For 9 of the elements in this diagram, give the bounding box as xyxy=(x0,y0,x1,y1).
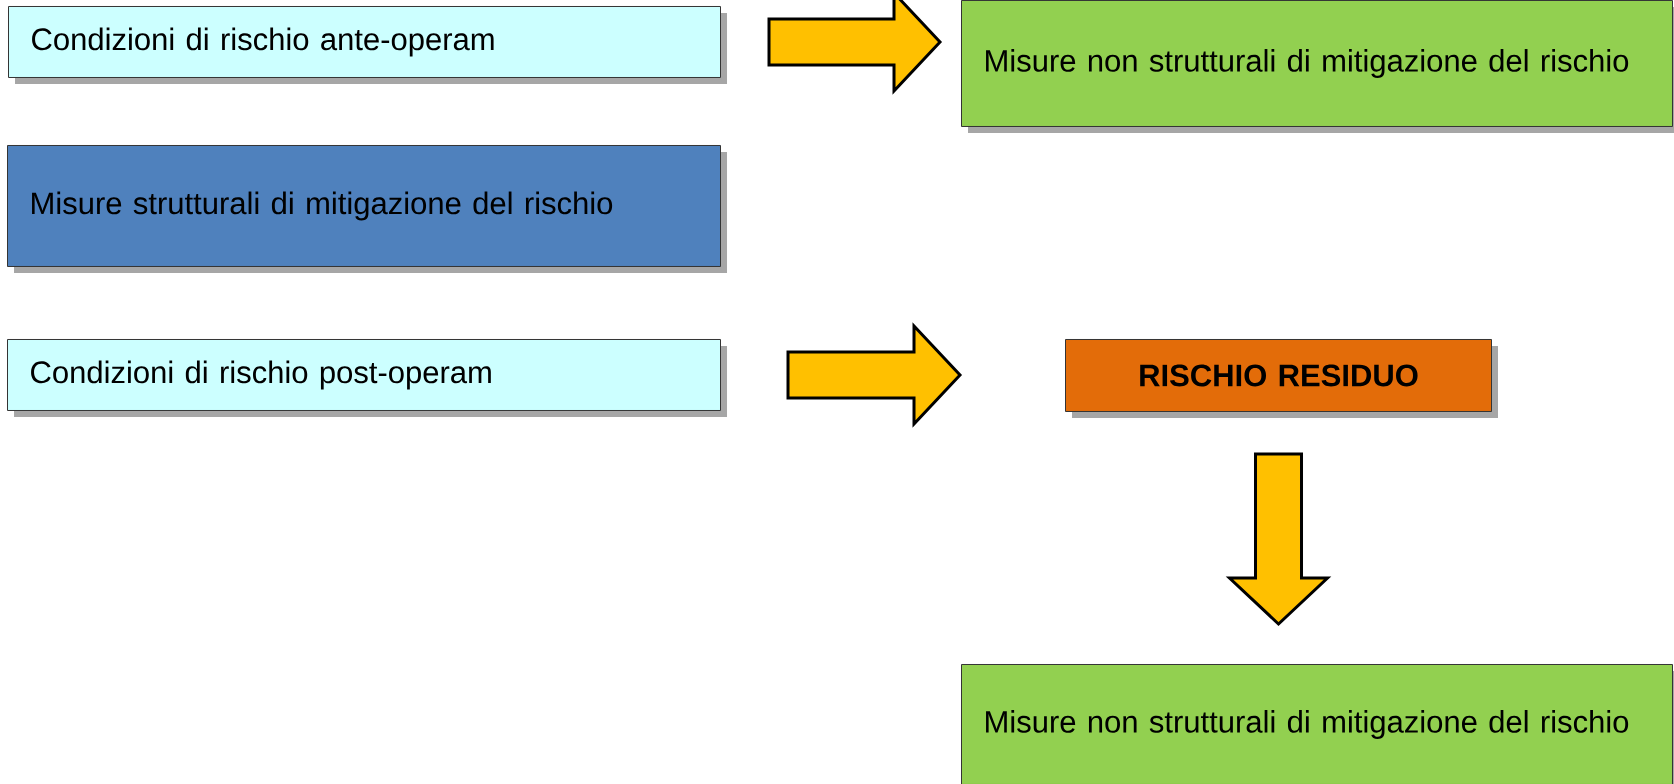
text-box: Misure strutturali di mitigazione del rischio xyxy=(7,145,727,273)
block-arrow xyxy=(767,0,943,95)
text-box: Condizioni di rischio post-operam xyxy=(7,339,727,417)
text-box: Misure non strutturali di mitigazione del rischio xyxy=(961,0,1674,133)
text-box: Condizioni di rischio ante-operam xyxy=(8,6,727,84)
text-box: Misure non strutturali di mitigazione del rischio xyxy=(961,664,1674,784)
block-arrow xyxy=(786,322,963,428)
text-box: RISCHIO RESIDUO xyxy=(1065,339,1498,418)
block-arrow xyxy=(1225,452,1332,627)
